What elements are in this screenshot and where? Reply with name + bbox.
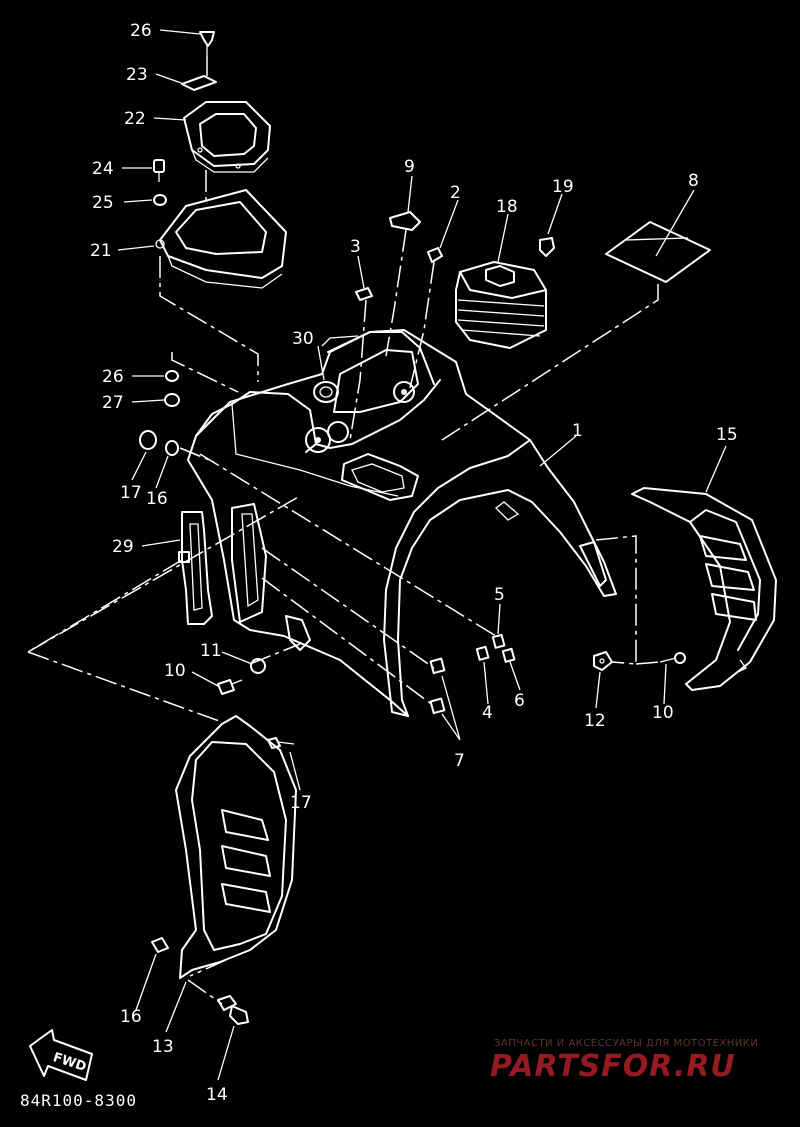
part-21-fastener [539, 237, 555, 257]
part-20-box [455, 261, 547, 349]
callout-7: 7 [454, 751, 465, 771]
part-7-clip-a [429, 657, 446, 675]
part-14-right-side-cover [631, 487, 777, 691]
part-18-collar [165, 440, 179, 456]
part-12-nut [593, 651, 613, 671]
callout-5: 5 [494, 585, 505, 605]
part-27-collar [164, 393, 180, 407]
part-30-cap [313, 381, 339, 403]
callout-24: 23 [126, 65, 148, 85]
callouts: 26 23 22 24 25 21 9 2 3 19 18 8 30 26 27… [90, 21, 738, 1105]
callout-28: 26 [130, 21, 152, 41]
callout-25: 24 [92, 159, 114, 179]
watermark-brand: PARTSFOR.RU [490, 1049, 736, 1084]
callout-10-left: 10 [164, 661, 186, 681]
part-5-clip [491, 633, 506, 649]
part-13-left-side-cover [175, 715, 297, 979]
part-17-bolt [267, 737, 295, 749]
callout-27: 27 [102, 393, 124, 413]
callout-14: 15 [716, 425, 738, 445]
part-26-grommet [165, 370, 179, 382]
part-6-clip [501, 647, 516, 663]
part-26-grommet-top [153, 194, 167, 206]
callout-26: 26 [102, 367, 124, 387]
callout-13: 13 [152, 1037, 174, 1057]
leader-lines [117, 29, 727, 1081]
part-19-grommet [139, 430, 157, 450]
part-29-bracket [178, 511, 213, 625]
callout-16: 16 [120, 1007, 142, 1027]
callout-9: 9 [404, 157, 415, 177]
callout-4: 4 [482, 703, 493, 723]
callout-18: 16 [146, 489, 168, 509]
callout-19: 17 [120, 483, 142, 503]
callout-17: 17 [290, 793, 312, 813]
watermark: ЗАПЧАСТИ И АКСЕССУАРЫ ДЛЯ МОТОТЕХНИКИ PA… [490, 1038, 758, 1084]
drawing-code: 84R100-8300 [20, 1091, 137, 1110]
part-28-screw [199, 31, 215, 56]
assembly-lines [27, 56, 661, 1005]
callout-12: 12 [584, 711, 606, 731]
part-2-clip [427, 247, 443, 263]
callout-10-right: 10 [652, 703, 674, 723]
part-25-bolt [153, 159, 165, 182]
callout-8: 8 [688, 171, 699, 191]
part-11-washer [250, 658, 266, 674]
callout-1: 1 [572, 421, 583, 441]
part-22-meter-housing [155, 189, 287, 289]
part-23-bezel [183, 101, 271, 173]
callout-2: 2 [450, 183, 461, 203]
part-9-clip [389, 211, 421, 231]
callout-3: 3 [350, 237, 361, 257]
callout-22: 21 [90, 241, 112, 261]
part-15-bolt [217, 995, 249, 1025]
fwd-arrow-icon: FWD [29, 1029, 93, 1081]
callout-21: 19 [552, 177, 574, 197]
fwd-label: FWD [51, 1050, 88, 1075]
callout-11: 11 [200, 641, 222, 661]
part-10-bolt-left [217, 679, 243, 695]
watermark-tagline: ЗАПЧАСТИ И АКСЕССУАРЫ ДЛЯ МОТОТЕХНИКИ [494, 1038, 758, 1049]
callout-15: 14 [206, 1085, 228, 1105]
callout-29: 29 [112, 537, 134, 557]
part-24-plate [181, 75, 217, 91]
callout-20: 18 [496, 197, 518, 217]
callout-26-top: 25 [92, 193, 114, 213]
part-7-clip-b [429, 697, 446, 715]
part-3-clip [355, 287, 373, 301]
part-16-grommet [151, 937, 169, 953]
part-10-bolt-right [659, 652, 686, 664]
part-4-clip [475, 645, 490, 661]
callout-23: 22 [124, 109, 146, 129]
part-8-label [605, 221, 711, 283]
callout-30: 30 [292, 329, 314, 349]
callout-6: 6 [514, 691, 525, 711]
part-1-front-fender [187, 329, 617, 717]
